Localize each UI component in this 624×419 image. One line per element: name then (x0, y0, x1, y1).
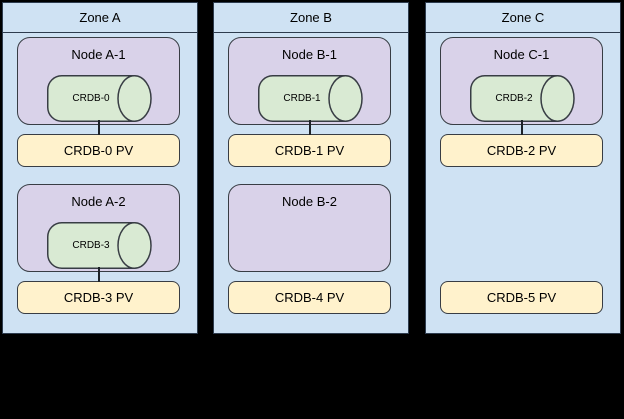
node-a-2-label: Node A-2 (71, 194, 126, 209)
crdb-0-pv: CRDB-0 PV (17, 134, 180, 167)
node-b-1: Node B-1 CRDB-1 (228, 37, 391, 125)
connector-crdb-3-pv (98, 267, 100, 282)
node-a-1: Node A-1 CRDB-0 (17, 37, 180, 125)
cylinder-icon (47, 75, 152, 122)
node-c-1: Node C-1 CRDB-2 (440, 37, 603, 125)
crdb-2-pv: CRDB-2 PV (440, 134, 603, 167)
crdb-4-pv: CRDB-4 PV (228, 281, 391, 314)
cylinder-icon (258, 75, 363, 122)
crdb-1-pv: CRDB-1 PV (228, 134, 391, 167)
crdb-5-pv: CRDB-5 PV (440, 281, 603, 314)
crdb-3-cylinder: CRDB-3 (47, 222, 152, 269)
node-b-2-label: Node B-2 (282, 194, 337, 209)
node-b-2: Node B-2 (228, 184, 391, 272)
zone-b: Zone B Node B-1 CRDB-1 CRDB-1 PV Node B-… (213, 2, 409, 334)
zone-a-title: Zone A (3, 3, 197, 33)
cylinder-icon (470, 75, 575, 122)
zone-c-title: Zone C (426, 3, 620, 33)
crdb-3-pv: CRDB-3 PV (17, 281, 180, 314)
zone-c: Zone C Node C-1 CRDB-2 CRDB-2 PV CRDB-5 … (425, 2, 621, 334)
crdb-0-label: CRDB-0 (72, 93, 110, 104)
crdb-1-label: CRDB-1 (283, 93, 321, 104)
connector-crdb-0-pv (98, 120, 100, 135)
crdb-2-label: CRDB-2 (495, 93, 533, 104)
crdb-0-cylinder: CRDB-0 (47, 75, 152, 122)
crdb-1-cylinder: CRDB-1 (258, 75, 363, 122)
crdb-2-cylinder: CRDB-2 (470, 75, 575, 122)
connector-crdb-2-pv (521, 120, 523, 135)
crdb-3-label: CRDB-3 (72, 240, 110, 251)
cylinder-icon (47, 222, 152, 269)
zone-b-title: Zone B (214, 3, 408, 33)
node-c-1-label: Node C-1 (493, 47, 550, 62)
node-b-1-label: Node B-1 (282, 47, 337, 62)
zone-a: Zone A Node A-1 CRDB-0 CRDB-0 PV Node A-… (2, 2, 198, 334)
node-a-2: Node A-2 CRDB-3 (17, 184, 180, 272)
node-a-1-label: Node A-1 (71, 47, 126, 62)
connector-crdb-1-pv (309, 120, 311, 135)
